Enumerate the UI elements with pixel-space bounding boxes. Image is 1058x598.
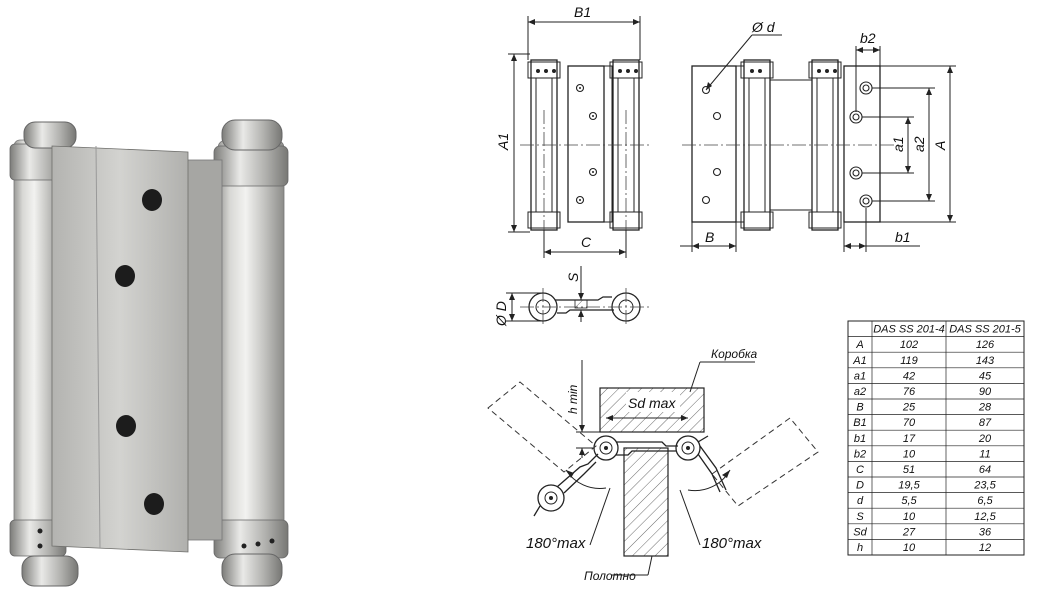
table-cell: D <box>856 480 864 492</box>
section-drawing <box>506 266 650 326</box>
table-cell: 42 <box>903 370 915 382</box>
hinge-photo <box>9 119 289 587</box>
table-cell: 17 <box>903 433 916 445</box>
table-cell: 51 <box>903 464 915 476</box>
table-cell: Sd <box>853 526 867 538</box>
table-header-cell: DAS SS 201-4 <box>873 324 945 336</box>
label-a2: a2 <box>911 136 927 152</box>
table-cell: 126 <box>976 339 995 351</box>
table-cell: 10 <box>903 511 916 523</box>
table-cell: A <box>855 339 863 351</box>
table-cell: S <box>856 511 864 523</box>
label-B: B <box>705 229 714 245</box>
label-C: C <box>581 234 592 250</box>
table-cell: 23,5 <box>973 480 996 492</box>
table-cell: 143 <box>976 355 995 367</box>
label-h-min: h min <box>566 384 580 414</box>
table-cell: 10 <box>903 448 916 460</box>
table-cell: C <box>856 464 864 476</box>
label-A1: A1 <box>495 133 511 151</box>
label-d: Ø d <box>751 19 776 35</box>
table-cell: A1 <box>852 355 866 367</box>
label-b1: b1 <box>895 229 911 245</box>
table-cell: 12 <box>979 542 991 554</box>
table-cell: 90 <box>979 386 992 398</box>
table-cell: B1 <box>853 417 866 429</box>
table-cell: 70 <box>903 417 916 429</box>
table-cell: 27 <box>902 526 916 538</box>
label-B1: B1 <box>574 4 591 20</box>
table-cell: 87 <box>979 417 992 429</box>
table-cell: 102 <box>900 339 918 351</box>
installation-drawing <box>487 360 819 576</box>
table-cell: 36 <box>979 526 992 538</box>
table-cell: B <box>856 402 863 414</box>
table-frame <box>847 320 1025 556</box>
label-panel: Полотно <box>584 569 636 583</box>
label-box: Коробка <box>711 347 758 361</box>
label-angle-right: 180°max <box>702 535 762 552</box>
table-cell: d <box>857 495 864 507</box>
table-cell: 10 <box>903 542 916 554</box>
table-cell: 20 <box>978 433 992 445</box>
front-view-drawing <box>508 16 650 258</box>
table-cell: 6,5 <box>977 495 993 507</box>
table-cell: b2 <box>854 448 866 460</box>
label-A: A <box>932 141 948 151</box>
label-a1: a1 <box>890 136 906 152</box>
table-header-cell: DAS SS 201-5 <box>949 324 1021 336</box>
table-cell: 119 <box>900 355 918 367</box>
table-cell: b1 <box>854 433 866 445</box>
label-D: Ø D <box>493 301 509 327</box>
label-b2: b2 <box>860 30 876 46</box>
table-cell: 45 <box>979 370 992 382</box>
table-cell: h <box>857 542 863 554</box>
table-cell: 11 <box>979 448 990 460</box>
label-sd-max: Sd max <box>628 395 676 411</box>
table-cell: 28 <box>978 402 992 414</box>
table-cell: 76 <box>903 386 916 398</box>
label-S: S <box>565 272 581 282</box>
table-cell: 19,5 <box>898 480 920 492</box>
table-cell: 5,5 <box>901 495 917 507</box>
label-angle-left: 180°max <box>526 535 586 552</box>
table-cell: 12,5 <box>974 511 996 523</box>
table-cell: 25 <box>902 402 916 414</box>
table-cell: 64 <box>979 464 991 476</box>
side-view-drawing <box>680 34 956 252</box>
table-cell: a2 <box>854 386 866 398</box>
table-cell: a1 <box>854 370 866 382</box>
